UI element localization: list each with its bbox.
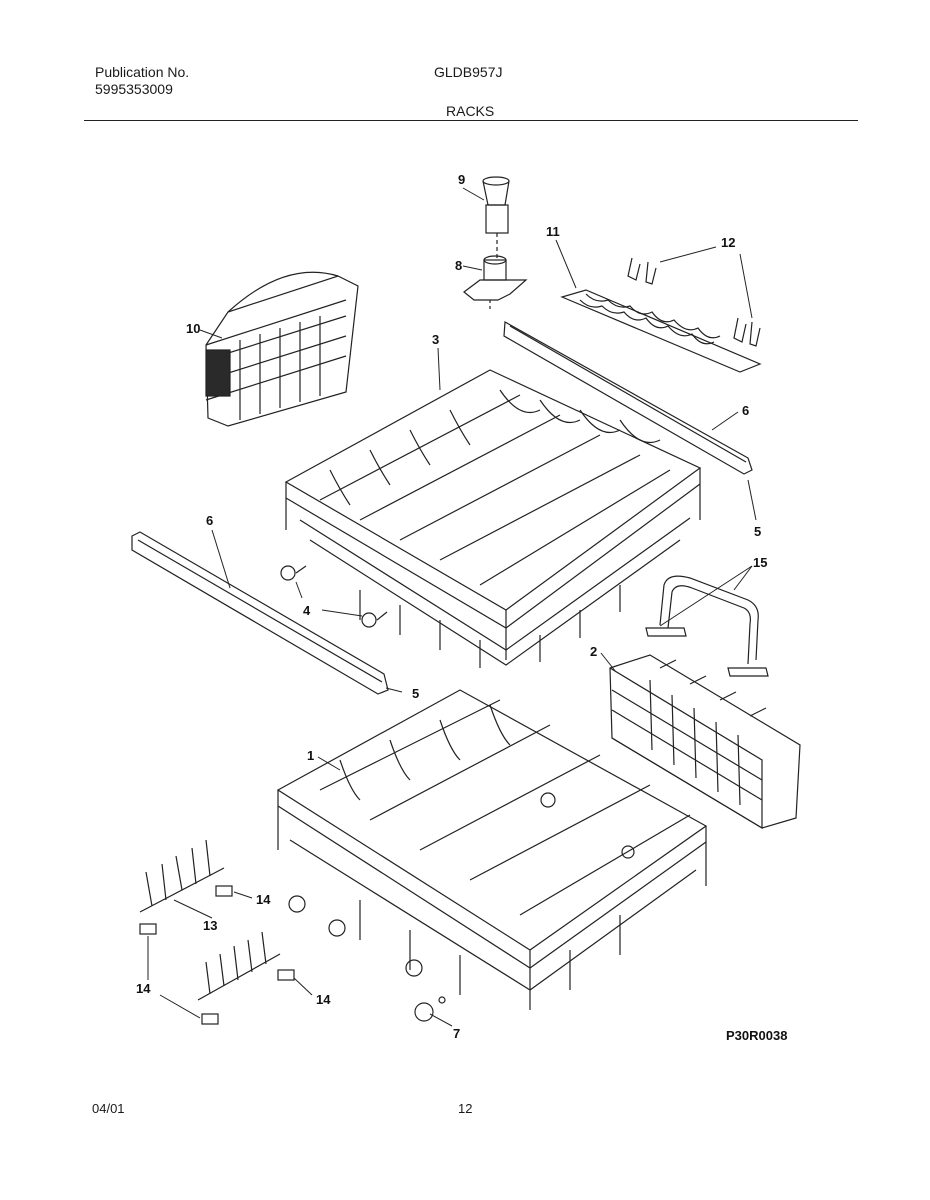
callout-5-lower: 5 xyxy=(412,686,419,701)
callout-3: 3 xyxy=(432,332,439,347)
part-silverware-basket xyxy=(205,271,359,427)
part-wheels xyxy=(288,895,446,1022)
part-basket-handle xyxy=(645,575,769,677)
publication-label: Publication No. xyxy=(95,64,190,80)
part-lower-rack xyxy=(276,689,708,1010)
footer-date: 04/01 xyxy=(92,1101,125,1116)
part-nozzle xyxy=(482,176,510,260)
callout-14-b: 14 xyxy=(136,981,151,996)
leader-lines xyxy=(147,187,757,1027)
callout-2: 2 xyxy=(590,644,597,659)
callout-1: 1 xyxy=(307,748,314,763)
part-roller-upper xyxy=(280,565,388,628)
page-number: 12 xyxy=(458,1101,473,1116)
part-cutlery-basket xyxy=(609,654,801,830)
callout-14-a: 14 xyxy=(256,892,271,907)
callout-13: 13 xyxy=(203,918,217,933)
callout-15: 15 xyxy=(753,555,767,570)
part-manifold xyxy=(463,255,528,312)
part-rail-upper xyxy=(503,321,753,475)
model-number: GLDB957J xyxy=(434,64,503,80)
header-rule xyxy=(84,120,858,121)
callout-14-c: 14 xyxy=(316,992,331,1007)
callout-6-lower: 6 xyxy=(206,513,213,528)
callout-8: 8 xyxy=(455,258,462,273)
callout-7: 7 xyxy=(453,1026,460,1041)
part-rail-lower xyxy=(131,531,389,695)
part-upper-rack xyxy=(284,369,702,668)
section-title: RACKS xyxy=(446,103,495,119)
callout-9: 9 xyxy=(458,172,465,187)
callout-12: 12 xyxy=(721,235,735,250)
publication-number: 5995353009 xyxy=(95,81,173,97)
callout-10: 10 xyxy=(186,321,200,336)
callout-11: 11 xyxy=(546,224,560,239)
diagram-code: P30R0038 xyxy=(726,1028,787,1043)
callout-5-upper: 5 xyxy=(754,524,761,539)
part-clips xyxy=(139,885,295,1025)
part-tine-rows xyxy=(139,839,281,1001)
callout-labels: 9 8 11 12 10 3 6 5 6 15 4 2 5 1 14 13 14… xyxy=(136,172,787,1043)
part-shelf-rack xyxy=(560,257,762,373)
callout-6-upper: 6 xyxy=(742,403,749,418)
callout-4: 4 xyxy=(303,603,311,618)
